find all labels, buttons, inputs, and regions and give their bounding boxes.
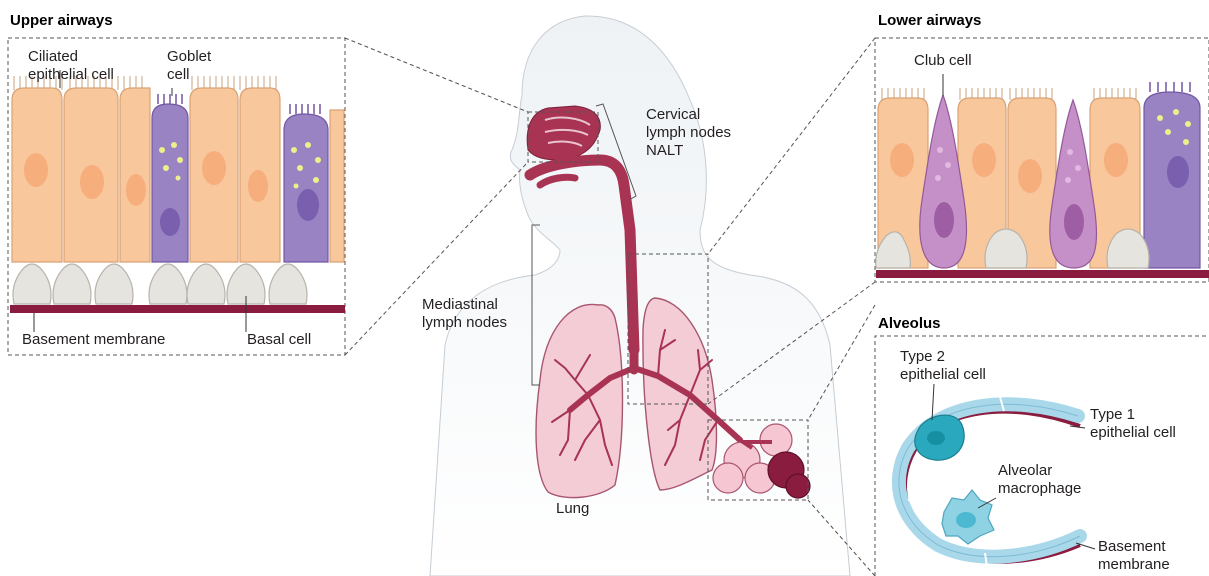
basal-cell-label: Basal cell	[247, 331, 311, 349]
nalt-label: NALT	[646, 142, 683, 160]
lung-label: Lung	[556, 500, 589, 518]
type2-label-line2: epithelial cell	[900, 366, 986, 384]
basement-membrane-label: Basement membrane	[22, 331, 165, 349]
club-cell-label: Club cell	[914, 52, 972, 70]
macrophage-label-line2: macrophage	[998, 480, 1081, 498]
mediastinal-label-line1: Mediastinal	[422, 296, 498, 314]
upper-basal-cells	[13, 264, 307, 304]
lower-airways-panel	[875, 38, 1209, 282]
type1-label-line2: epithelial cell	[1090, 424, 1176, 442]
ciliated-cell-label-line1: Ciliated	[28, 48, 78, 66]
upper-airways-panel	[8, 38, 345, 355]
macrophage-label-line1: Alveolar	[998, 462, 1052, 480]
goblet-cell-label-line1: Goblet	[167, 48, 211, 66]
alveolus-basement-label-line1: Basement	[1098, 538, 1166, 556]
upper-basement-membrane	[10, 305, 345, 313]
type1-label-line1: Type 1	[1090, 406, 1135, 424]
ciliated-cell-label-line2: epithelial cell	[28, 66, 114, 84]
lower-basement-membrane	[876, 270, 1209, 278]
lower-airways-title: Lower airways	[878, 12, 981, 29]
goblet-cell-label-line2: cell	[167, 66, 190, 84]
cervical-label-line2: lymph nodes	[646, 124, 731, 142]
type2-label-line1: Type 2	[900, 348, 945, 366]
alveolus-title: Alveolus	[878, 315, 941, 332]
mediastinal-label-line2: lymph nodes	[422, 314, 507, 332]
cervical-label-line1: Cervical	[646, 106, 700, 124]
alveolus-basement-label-line2: membrane	[1098, 556, 1170, 574]
upper-airways-title: Upper airways	[10, 12, 113, 29]
